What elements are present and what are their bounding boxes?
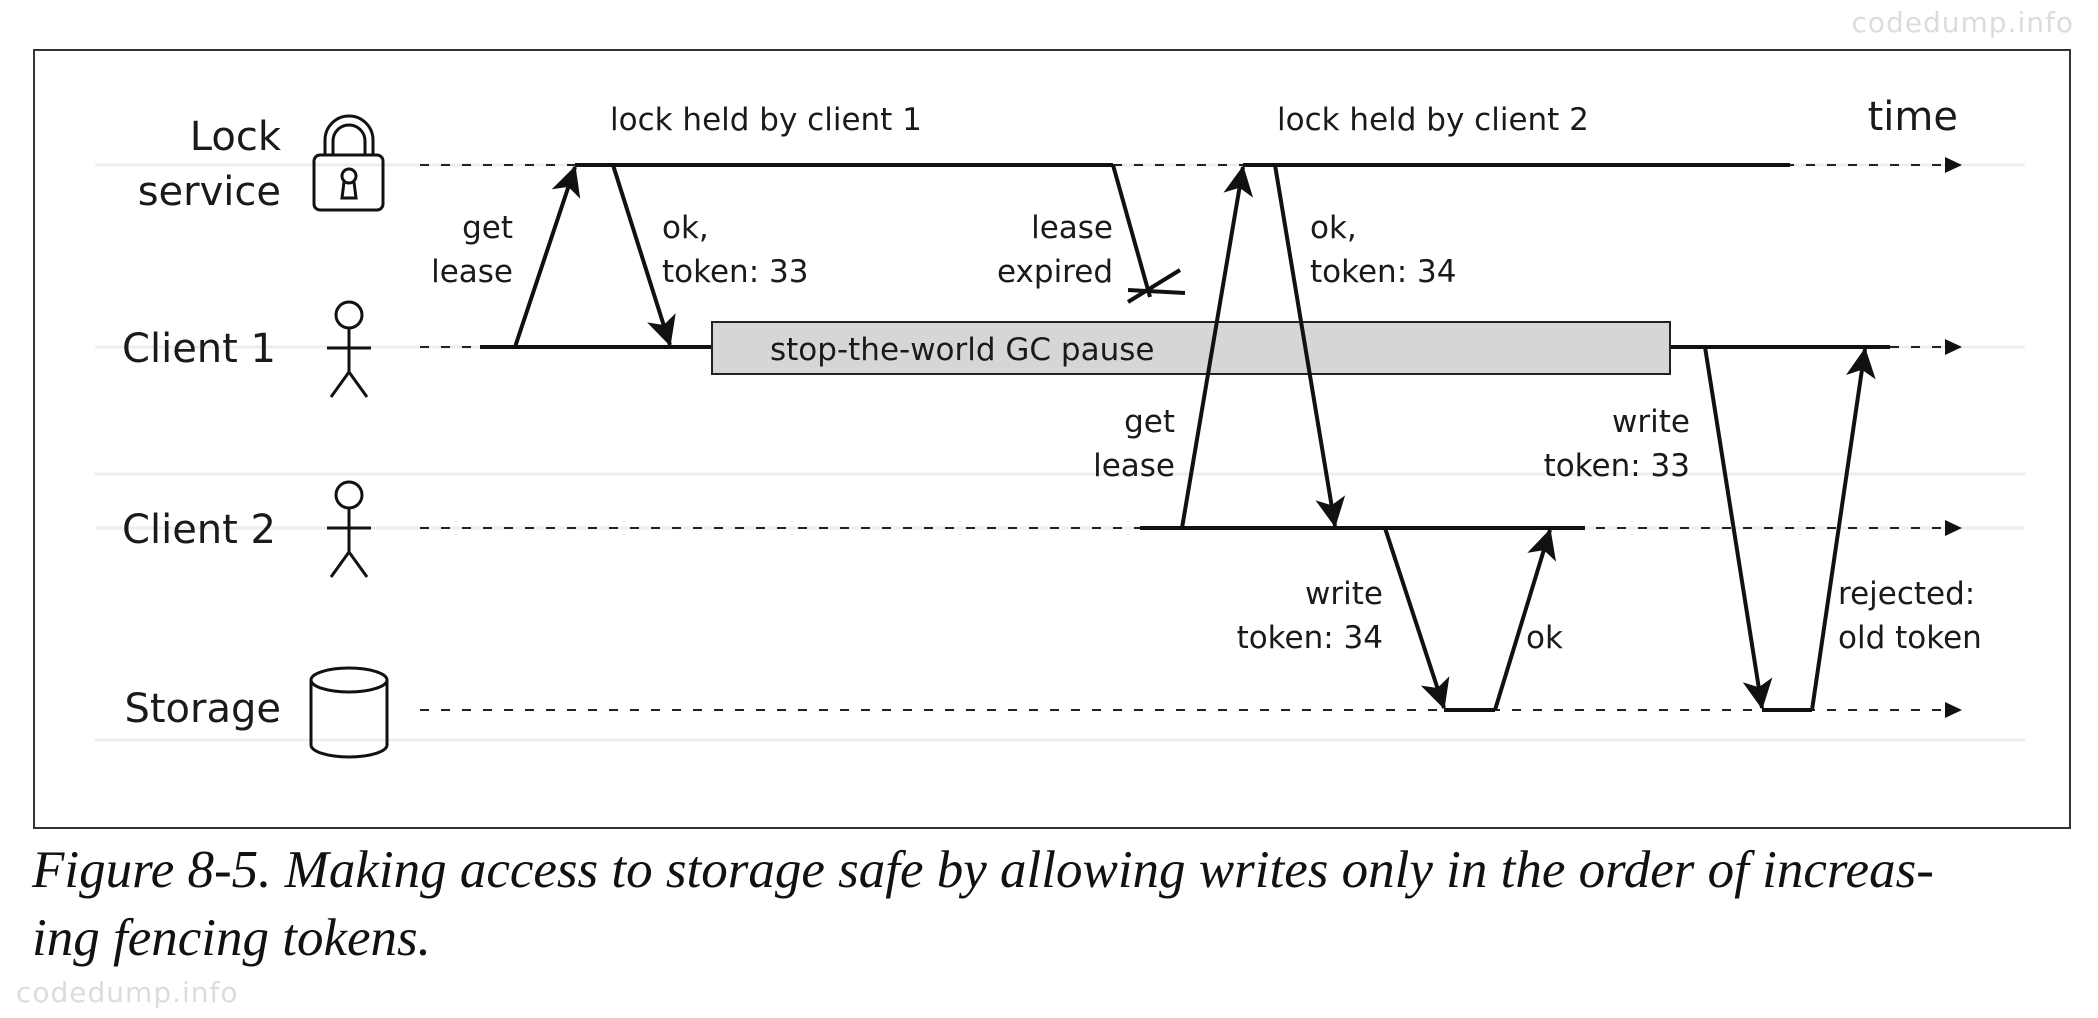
time-arrowhead (1945, 157, 1962, 173)
msg-rejected-line1: rejected: (1838, 576, 1975, 612)
msg-write-token34-line2: token: 34 (1237, 620, 1383, 656)
write-token34-arrow (1383, 527, 1450, 710)
diagram-frame (33, 49, 2071, 829)
msg-get-lease-2-line1: get (1124, 404, 1175, 440)
lane-label-lock: Lock (190, 114, 282, 160)
caption-line-2: ing fencing tokens. (32, 909, 431, 967)
msg-get-lease-1-line2: lease (431, 254, 513, 290)
lane-label-client2: Client 2 (122, 507, 276, 553)
watermark-top: codedump.info (1851, 6, 2074, 39)
rejected-arrow (1810, 347, 1876, 711)
caption-line-1: Figure 8-5. Making access to storage saf… (32, 841, 1934, 899)
fencing-token-diagram: stop-the-world GC pause Lock service Cli… (33, 49, 2071, 829)
msg-get-lease-2-line2: lease (1093, 448, 1175, 484)
msg-write-token34-line1: write (1305, 576, 1383, 612)
time-arrowhead (1945, 339, 1962, 355)
gc-pause-box (711, 321, 1671, 375)
msg-ok-token34-line1: ok, (1310, 210, 1357, 246)
msg-lease-expired-line1: lease (1031, 210, 1113, 246)
msg-ok-token34-line2: token: 34 (1310, 254, 1456, 290)
person-icon (327, 300, 371, 398)
lane-label-service: service (138, 169, 281, 215)
ok-token33-arrow (611, 164, 676, 347)
header-lock-held-client1: lock held by client 1 (610, 102, 922, 138)
gc-pause-label: stop-the-world GC pause (770, 332, 1154, 368)
watermark-bottom: codedump.info (16, 976, 239, 1009)
ok-arrow (1493, 528, 1557, 711)
msg-ok-token33-line2: token: 33 (662, 254, 808, 290)
msg-rejected-line2: old token (1838, 620, 1982, 656)
figure-caption: Figure 8-5. Making access to storage saf… (32, 836, 2072, 972)
lease-expired-cross (1126, 268, 1182, 304)
msg-write-token33-line1: write (1612, 404, 1690, 440)
person-icon (327, 480, 371, 578)
msg-get-lease-1-line1: get (462, 210, 513, 246)
time-arrowhead (1945, 520, 1962, 536)
ok-token34-arrow (1273, 164, 1346, 528)
lease-expired-cross (1127, 288, 1186, 295)
msg-write-token33-line2: token: 33 (1544, 448, 1690, 484)
lane-label-client1: Client 1 (122, 326, 276, 372)
time-axis-label: time (1868, 94, 1958, 140)
time-arrowhead (1945, 702, 1962, 718)
msg-ok: ok (1526, 620, 1563, 656)
header-lock-held-client2: lock held by client 2 (1277, 102, 1589, 138)
write-token33-arrow (1703, 346, 1773, 710)
msg-ok-token33-line1: ok, (662, 210, 709, 246)
msg-lease-expired-line2: expired (997, 254, 1113, 290)
lane-label-storage: Storage (124, 686, 281, 732)
client2-get-lease-arrow (1180, 165, 1254, 529)
padlock-icon (312, 114, 385, 212)
database-icon (309, 666, 389, 759)
client1-get-lease-arrow (513, 165, 581, 348)
lease-expired-line (1111, 164, 1152, 298)
